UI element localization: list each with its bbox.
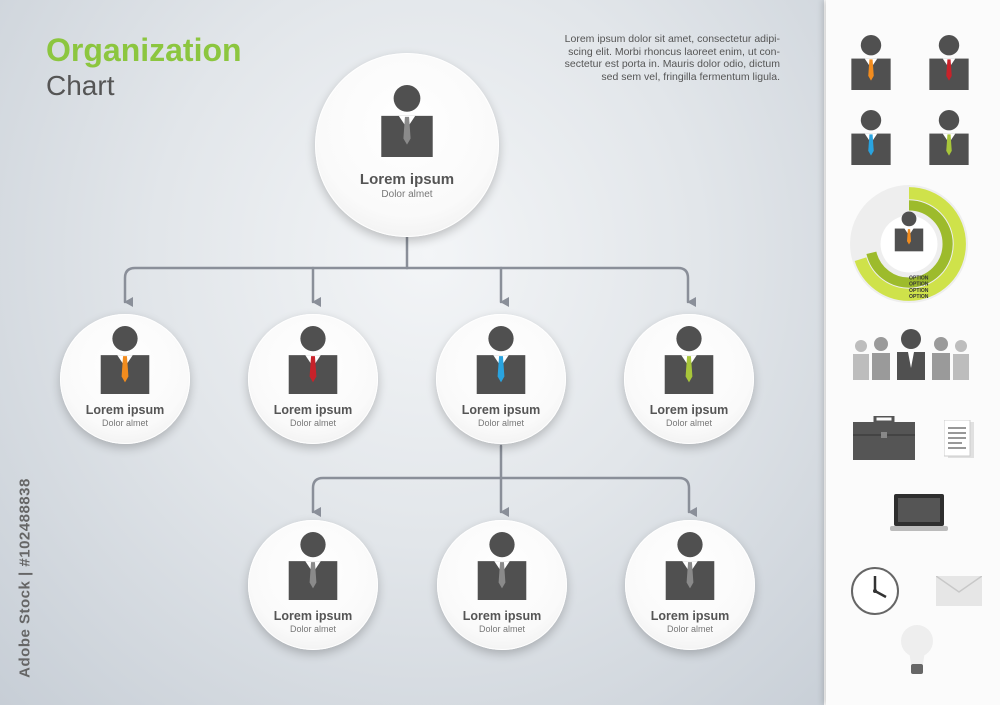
laptop-icon (890, 494, 948, 531)
envelope-icon (936, 576, 982, 606)
node-role: Dolor almet (289, 418, 336, 428)
org-node-manager-4[interactable]: Lorem ipsum Dolor almet (624, 314, 754, 444)
node-name: Lorem ipsum (273, 609, 353, 623)
person-icon (476, 326, 526, 394)
node-role: Dolor almet (477, 418, 524, 428)
node-name: Lorem ipsum (85, 403, 165, 417)
node-role: Dolor almet (381, 189, 433, 200)
node-role: Dolor almet (289, 624, 336, 634)
node-role: Dolor almet (665, 418, 712, 428)
person-blue-tie-icon (851, 110, 891, 165)
person-icon (288, 532, 338, 600)
icon-sidebar: OPTION OPTION OPTION OPTION (826, 0, 1000, 705)
person-icon (100, 326, 150, 394)
org-node-ceo[interactable]: Lorem ipsum Dolor almet (315, 53, 499, 237)
document-icon (944, 420, 974, 458)
ring-label-1: OPTION (909, 276, 929, 282)
person-orange-tie-icon (851, 35, 891, 90)
clock-icon (851, 567, 899, 615)
node-name: Lorem ipsum (359, 171, 455, 188)
person-icon (664, 326, 714, 394)
page-subtitle: Chart (46, 70, 115, 101)
org-node-manager-3[interactable]: Lorem ipsum Dolor almet (436, 314, 566, 444)
person-green-tie-icon (929, 110, 969, 165)
person-icon (288, 326, 338, 394)
team-icon (853, 329, 969, 380)
node-name: Lorem ipsum (461, 403, 541, 417)
org-node-manager-1[interactable]: Lorem ipsum Dolor almet (60, 314, 190, 444)
briefcase-icon (853, 416, 915, 460)
person-red-tie-icon (929, 35, 969, 90)
connector-ceo-right (405, 266, 696, 307)
person-icon (665, 532, 715, 600)
connector-ceo-left (123, 266, 409, 307)
ring-label-2: OPTION (909, 282, 929, 288)
node-role: Dolor almet (666, 624, 713, 634)
connector-m3-left (311, 476, 503, 517)
chart-area: Organization Chart Lorem ipsum dolor sit… (0, 0, 824, 705)
node-name: Lorem ipsum (273, 403, 353, 417)
node-name: Lorem ipsum (650, 609, 730, 623)
description-text: Lorem ipsum dolor sit amet, consectetur … (564, 33, 780, 83)
connector-lines (123, 234, 697, 517)
ring-chart-icon: OPTION OPTION OPTION OPTION (850, 185, 968, 303)
person-icon (477, 532, 527, 600)
ring-label-4: OPTION (909, 294, 929, 300)
ring-label-3: OPTION (909, 288, 929, 294)
node-name: Lorem ipsum (649, 403, 729, 417)
node-name: Lorem ipsum (462, 609, 542, 623)
lightbulb-icon (901, 625, 933, 674)
person-icon (381, 85, 433, 157)
node-role: Dolor almet (101, 418, 148, 428)
node-role: Dolor almet (478, 624, 525, 634)
connector-m3-right (499, 476, 697, 517)
org-node-staff-1[interactable]: Lorem ipsum Dolor almet (248, 520, 378, 650)
org-node-staff-2[interactable]: Lorem ipsum Dolor almet (437, 520, 567, 650)
org-node-staff-3[interactable]: Lorem ipsum Dolor almet (625, 520, 755, 650)
page-title: Organization (46, 32, 242, 68)
org-node-manager-2[interactable]: Lorem ipsum Dolor almet (248, 314, 378, 444)
